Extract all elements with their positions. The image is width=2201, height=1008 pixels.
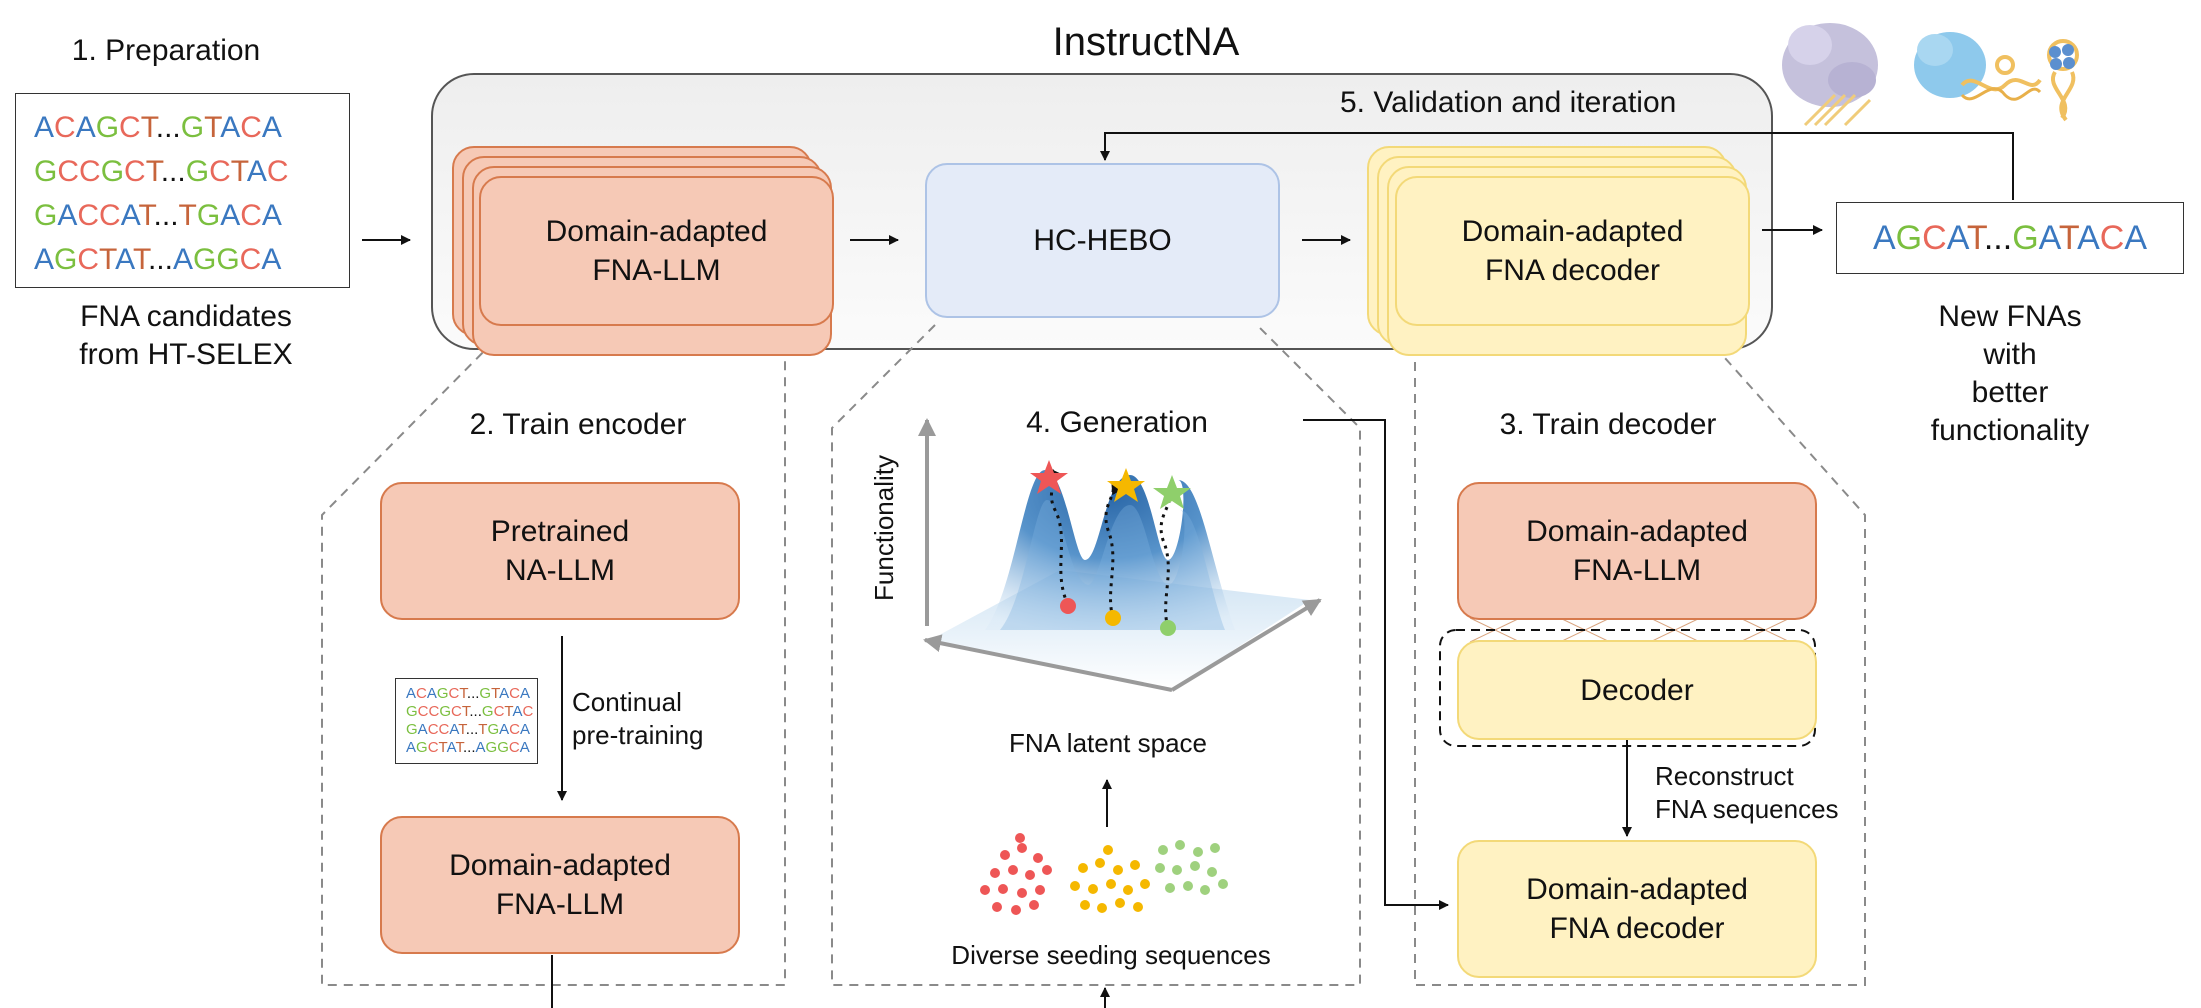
mini-sequence-box: ACAGCT...GTACA GCCGCT...GCTAC GACCAT...T…: [395, 678, 538, 764]
output-caption: New FNAs with better functionality: [1930, 300, 2090, 447]
decoder-box: Decoder: [1457, 640, 1817, 740]
seed-dots: [980, 833, 1228, 915]
pretrained-llm-box: Pretrained NA-LLM: [380, 482, 740, 620]
frozen-llm-box: Domain-adapted FNA-LLM: [1457, 482, 1817, 620]
train-decoder-frame: [1414, 329, 1866, 986]
step4-heading: 4. Generation: [1026, 406, 1208, 439]
star-red-icon: [1030, 460, 1068, 494]
train-encoder-frame: [321, 329, 786, 986]
functionality-axis-label: Functionality: [869, 455, 899, 601]
adapted-llm-box: Domain-adapted FNA-LLM: [380, 816, 740, 954]
generation-frame: [831, 324, 1361, 986]
seq-line: AGCAT...GATACA: [1872, 218, 2147, 257]
latent-landscape: [918, 418, 1322, 692]
continual-pretraining-label: Continual pre-training: [572, 687, 704, 750]
seq-line: AGCTAT...AGGCA: [406, 739, 530, 756]
latent-space-label: FNA latent space: [1009, 728, 1207, 758]
panel-frames: [321, 324, 1866, 986]
seq-line: GCCGCT...GCTAC: [34, 155, 289, 188]
fna-candidate-box: ACAGCT...GTACA GCCGCT...GCTAC GACCAT...T…: [15, 93, 350, 288]
seq-line: ACAGCT...GTACA: [406, 685, 531, 702]
dna-aptamer-icon: [2047, 39, 2079, 122]
protein-dna-icon: [1914, 32, 2042, 101]
seeds-label: Diverse seeding sequences: [951, 940, 1271, 970]
hc-hebo-box: HC-HEBO: [925, 163, 1280, 318]
seq-line: GACCAT...TGACA: [406, 721, 531, 738]
new-fna-box: AGCAT...GATACA: [1836, 202, 2184, 274]
protein-dna-complex-icon: [1782, 23, 1878, 127]
step3-heading: 3. Train decoder: [1499, 408, 1717, 441]
star-green-icon: [1153, 475, 1191, 509]
top-decoder-box: Domain-adapted FNA decoder: [1395, 176, 1750, 326]
candidates-caption: FNA candidates from HT-SELEX: [79, 300, 293, 371]
result-decoder-box: Domain-adapted FNA decoder: [1457, 840, 1817, 978]
seq-line: ACAGCT...GTACA: [34, 111, 282, 144]
seq-line: GCCGCT...GCTAC: [406, 703, 534, 720]
seq-line: AGCTAT...AGGCA: [34, 243, 282, 276]
reconstruct-label: Reconstruct FNA sequences: [1655, 761, 1839, 824]
step1-heading: 1. Preparation: [71, 34, 261, 67]
top-llm-box: Domain-adapted FNA-LLM: [479, 176, 834, 326]
step5-heading: 5. Validation and iteration: [1340, 86, 1677, 119]
star-yellow-icon: [1107, 468, 1145, 502]
figure-title: InstructNA: [1052, 20, 1240, 64]
seq-line: GACCAT...TGACA: [34, 199, 282, 232]
step2-heading: 2. Train encoder: [469, 408, 687, 441]
